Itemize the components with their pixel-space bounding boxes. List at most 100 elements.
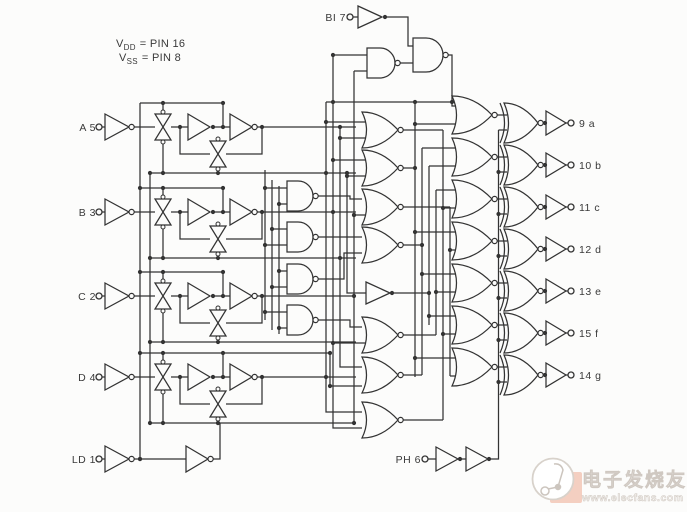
inversion-bubble — [442, 51, 449, 59]
wire — [318, 195, 362, 200]
junction-dot — [220, 124, 226, 130]
output-label-c: 11 c — [579, 202, 600, 214]
output-label-g: 14 g — [579, 370, 601, 382]
nor-gate — [451, 305, 493, 345]
junction-dot — [337, 255, 343, 261]
junction-dot — [262, 242, 268, 248]
junction-dot — [327, 350, 333, 356]
junction-dot — [215, 420, 221, 426]
input-inverter — [104, 362, 131, 392]
inversion-bubble — [491, 237, 498, 245]
watermark-logo-glyph — [540, 463, 564, 496]
watermark-site-url: www.elecfans.com — [581, 492, 684, 504]
pin-terminal — [567, 371, 575, 379]
latch-inverter — [229, 112, 254, 142]
junction-dot — [337, 124, 343, 130]
wire — [226, 212, 263, 240]
nor-gate — [360, 356, 399, 394]
junction-dot — [412, 165, 418, 171]
junction-dot — [496, 295, 501, 301]
junction-dot — [330, 99, 336, 105]
junction-dot — [137, 185, 143, 191]
inversion-bubble — [491, 195, 498, 203]
junction-dot — [259, 209, 265, 215]
inversion-bubble — [251, 373, 258, 381]
latch-buffer — [187, 197, 212, 227]
junction-dot — [496, 211, 501, 217]
nand-gate — [286, 180, 314, 212]
nor-gate — [451, 137, 493, 177]
junction-dot — [323, 170, 329, 176]
junction-dot — [210, 209, 216, 215]
junction-dot — [542, 204, 548, 210]
inversion-bubble — [312, 192, 319, 200]
transmission-gate — [208, 309, 228, 337]
output-label-d: 12 d — [579, 244, 601, 256]
gates-layer — [104, 5, 568, 474]
wire — [318, 252, 362, 280]
junction-dot — [440, 331, 446, 337]
wire — [226, 127, 263, 155]
transmission-gate — [153, 282, 173, 310]
latch-buffer — [187, 112, 212, 142]
junction-dot — [542, 162, 548, 168]
tg-bubble — [160, 389, 166, 395]
junction-dot — [269, 226, 275, 232]
junction-dot — [344, 170, 350, 176]
junction-dot — [147, 255, 153, 261]
junction-dot — [351, 293, 357, 299]
wire — [332, 55, 362, 429]
pin-terminal — [567, 161, 575, 169]
power-note-vss: VSS= PIN 8 — [119, 52, 181, 66]
output-label-e: 13 e — [579, 286, 601, 298]
output-buffer — [545, 277, 568, 305]
tg-bubble — [215, 335, 221, 341]
inversion-bubble — [207, 455, 214, 463]
output-label-b: 10 b — [579, 160, 601, 172]
power-note-vdd: VDD= PIN 16 — [116, 38, 185, 52]
latch-inverter — [229, 197, 254, 227]
junction-dot — [160, 350, 166, 356]
wires-layer — [102, 16, 568, 460]
inversion-bubble — [312, 316, 319, 324]
junction-dot — [323, 119, 329, 125]
junction-dot — [276, 325, 282, 331]
junction-dot — [259, 374, 265, 380]
output-buffer — [545, 235, 568, 263]
pin-terminal — [95, 455, 103, 463]
junction-dot — [220, 374, 226, 380]
transmission-gate — [208, 390, 228, 418]
junction-dot — [276, 201, 282, 207]
junction-dot — [389, 290, 395, 296]
inversion-bubble — [397, 371, 404, 379]
xnor-extra-arc — [499, 312, 506, 354]
junction-dot — [323, 374, 329, 380]
xnor-extra-arc — [499, 186, 506, 228]
nand-gate — [286, 304, 314, 336]
junction-dot — [220, 185, 226, 191]
junction-dot — [220, 100, 226, 106]
junction-dot — [220, 293, 226, 299]
watermark-logo-circle — [531, 457, 575, 501]
inversion-bubble — [128, 455, 135, 463]
junction-dot — [496, 169, 501, 175]
junction-dot — [210, 374, 216, 380]
inversion-bubble — [397, 241, 404, 249]
inversion-bubble — [397, 331, 404, 339]
input-label-a: A 5 — [79, 122, 96, 134]
pin-terminal — [421, 455, 429, 463]
inversion-bubble — [491, 363, 498, 371]
inversion-bubble — [128, 208, 135, 216]
tg-bubble — [215, 166, 221, 172]
xnor-extra-arc — [499, 144, 506, 186]
junction-dot — [269, 284, 275, 290]
tg-bubble — [160, 359, 166, 365]
inversion-bubble — [491, 279, 498, 287]
latch-buffer — [187, 281, 212, 311]
xnor-extra-arc — [499, 354, 506, 396]
pin-terminal — [567, 119, 575, 127]
wire — [213, 423, 221, 460]
junction-dot — [440, 205, 446, 211]
junction-dot — [160, 255, 166, 261]
